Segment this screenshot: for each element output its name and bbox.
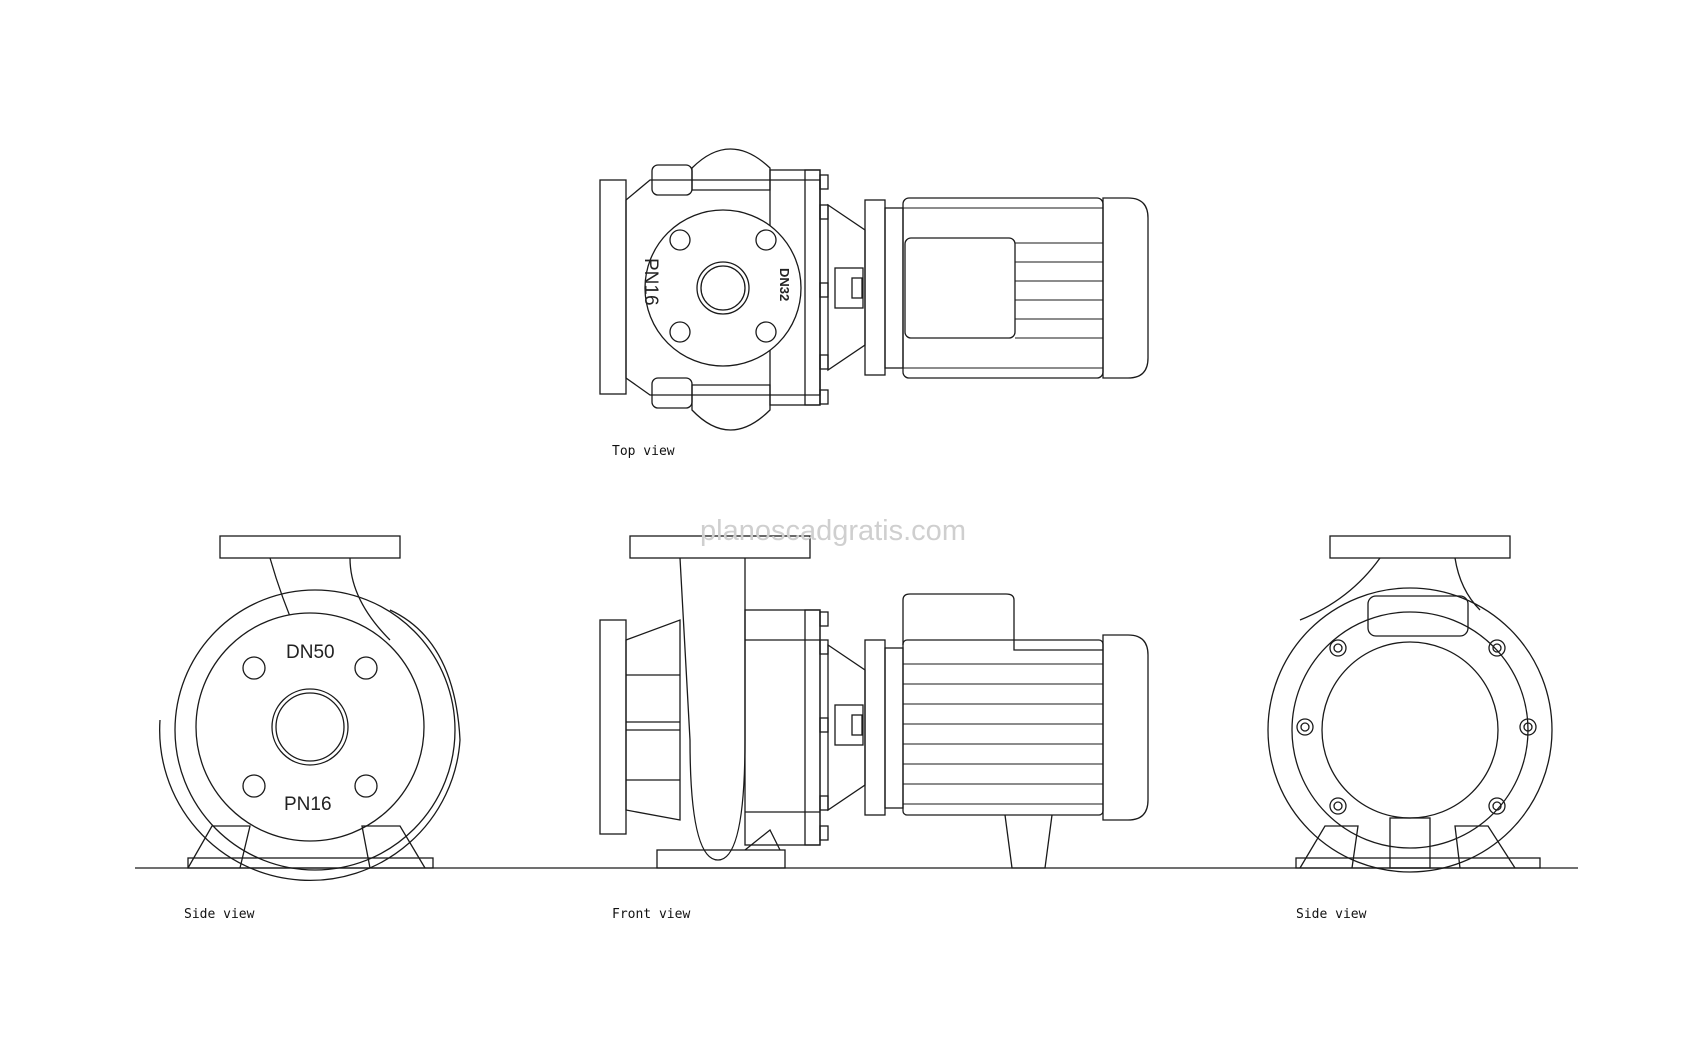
- top-flange-dn-label: DN32: [777, 268, 792, 301]
- front-motor-body: [902, 639, 1104, 816]
- front-view-caption: Front view: [612, 907, 690, 922]
- front-discharge-flange: [629, 535, 811, 559]
- top-view-caption: Top view: [612, 444, 675, 459]
- front-fan-cover: [1102, 634, 1149, 821]
- left-discharge-flange: [219, 535, 401, 559]
- left-flange-dn-label: DN50: [286, 642, 335, 663]
- front-view-drawing: Front view: [599, 535, 1149, 922]
- top-terminal-box: [904, 237, 1016, 339]
- right-discharge-flange: [1329, 535, 1511, 559]
- watermark-text: planoscadgratis.com: [700, 515, 966, 547]
- left-flange-pn-label: PN16: [284, 794, 332, 815]
- top-flange-plate: [599, 179, 627, 395]
- left-side-view-drawing: DN50 PN16 Side view: [159, 535, 461, 922]
- right-side-view-caption: Side view: [1296, 907, 1367, 922]
- front-suction-flange: [599, 619, 627, 835]
- right-side-view-drawing: Side view: [1267, 535, 1553, 922]
- top-motor-body: [902, 197, 1104, 379]
- top-fan-cover: [1102, 197, 1149, 379]
- top-flange-pn-label: PN16: [640, 258, 661, 306]
- top-view-drawing: PN16 DN32 Top view: [599, 148, 1149, 459]
- front-terminal-box: [902, 593, 1015, 645]
- right-motor-end: [1321, 641, 1499, 819]
- left-suction-flange: [195, 612, 425, 842]
- left-side-view-caption: Side view: [184, 907, 255, 922]
